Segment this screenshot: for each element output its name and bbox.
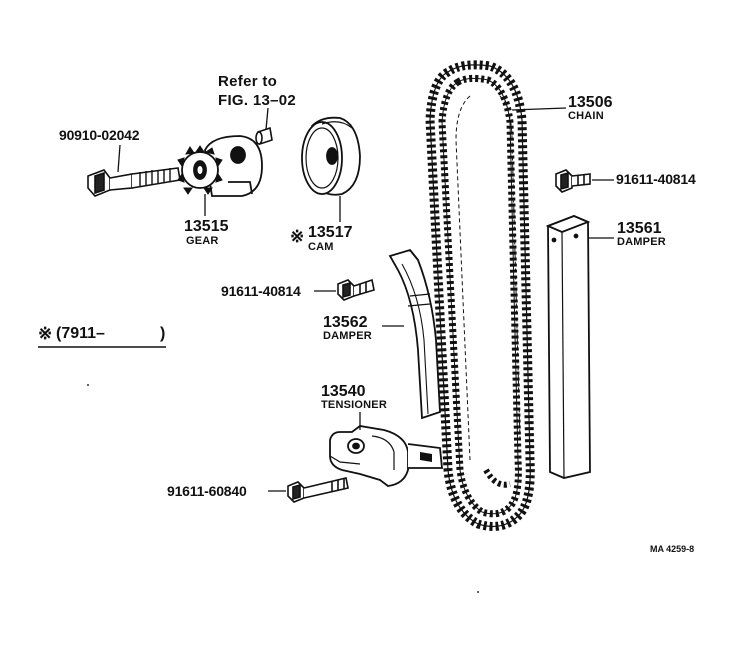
tensioner-part-name: TENSIONER — [321, 399, 387, 411]
bolt-tensioner-drawing — [287, 477, 349, 503]
stray-mark — [87, 384, 89, 386]
bolt-damper-left-part-number: 91611-40814 — [221, 283, 301, 299]
bolt-gear-part-number: 90910-02042 — [59, 127, 140, 143]
bolt-damper-right-drawing — [555, 169, 591, 193]
refer-note-line2: FIG. 13–02 — [218, 92, 297, 109]
leader-refer — [265, 107, 269, 131]
chain-part-name: CHAIN — [568, 110, 604, 122]
cam-drawing — [301, 116, 361, 196]
damper-left-part-name: DAMPER — [323, 330, 372, 342]
dowel-pin-drawing — [255, 126, 273, 146]
damper-right-part-number: 13561 — [617, 220, 662, 237]
tensioner-drawing — [329, 425, 443, 487]
stray-mark — [477, 591, 479, 593]
applicability-note: (7911– — [56, 325, 105, 342]
chain-drawing — [425, 60, 535, 531]
cam-applicability-mark: ※ — [290, 227, 305, 246]
bolt-tensioner-part-number: 91611-60840 — [167, 483, 247, 499]
figure-code: MA 4259-8 — [650, 544, 695, 554]
damper-left-drawing — [388, 248, 441, 420]
damper-right-part-name: DAMPER — [617, 236, 666, 248]
damper-right-drawing — [545, 215, 591, 479]
applicability-close: ) — [160, 325, 166, 342]
chain-part-number: 13506 — [568, 94, 613, 111]
bolt-damper-right-part-number: 91611-40814 — [616, 171, 696, 187]
tensioner-part-number: 13540 — [321, 383, 366, 400]
cam-part-number: 13517 — [308, 224, 353, 241]
damper-left-part-number: 13562 — [323, 314, 368, 331]
gear-part-name: GEAR — [186, 235, 219, 247]
refer-note-line1: Refer to — [218, 73, 278, 90]
bolt-gear-drawing — [87, 167, 181, 197]
cam-part-name: CAM — [308, 241, 334, 253]
applicability-mark: ※ — [38, 324, 53, 343]
gear-part-number: 13515 — [184, 218, 229, 235]
leader-bolt-gear — [117, 144, 121, 173]
leader-chain — [511, 107, 567, 111]
gear-drawing — [177, 135, 263, 197]
bolt-damper-left-drawing — [337, 278, 375, 301]
